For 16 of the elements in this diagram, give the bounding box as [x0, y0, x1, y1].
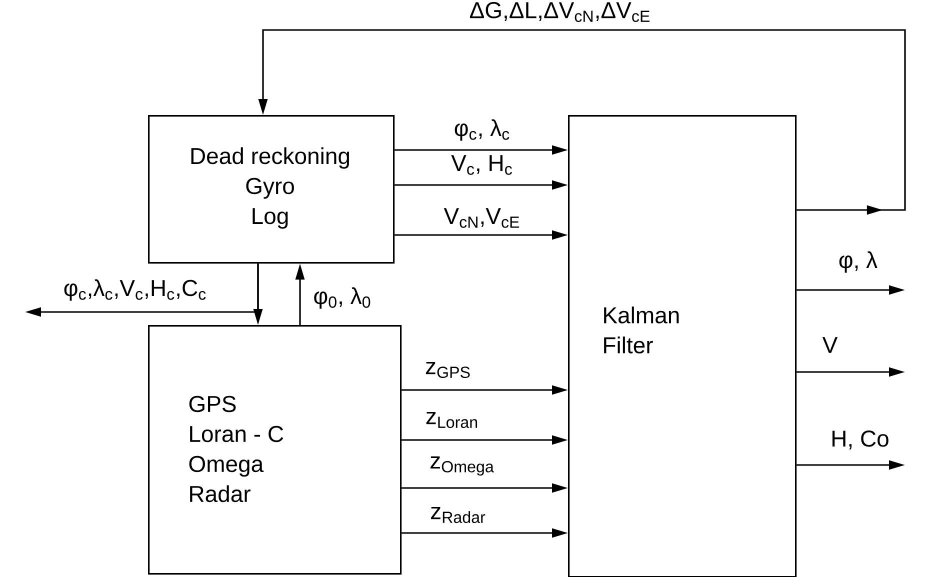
edge-label: z$_{Radar}$ — [431, 506, 486, 523]
block-box: Dead reckoning Gyro Log — [148, 115, 395, 264]
edge-label: φ$_{c}$, λ$_{c}$ — [454, 119, 510, 141]
edge-label: ΔG,ΔL,ΔV$_{cN}$,ΔV$_{cE}$ — [470, 2, 650, 22]
block-box: Kalman Filter — [568, 115, 797, 577]
edge-label: V$_{cN}$,V$_{cE}$ — [444, 208, 520, 228]
edge-label: φ$_{c}$,λ$_{c}$,V$_{c}$,H$_{c}$,C$_{c}$ — [64, 279, 206, 301]
edge-label: z$_{Omega}$ — [430, 456, 494, 476]
edge-label: H, Co — [832, 430, 888, 450]
edge-label: φ, λ — [839, 251, 878, 273]
edge-label: V — [822, 337, 838, 353]
edge-label: z$_{Loran}$ — [426, 412, 478, 428]
edge-label: φ$_{0}$, λ$_{0}$ — [314, 287, 370, 309]
block-box: GPS Loran - C Omega Radar — [148, 325, 402, 575]
edge-label: z$_{GPS}$ — [426, 362, 470, 378]
edge-label: V$_{c}$, H$_{c}$ — [451, 155, 512, 175]
